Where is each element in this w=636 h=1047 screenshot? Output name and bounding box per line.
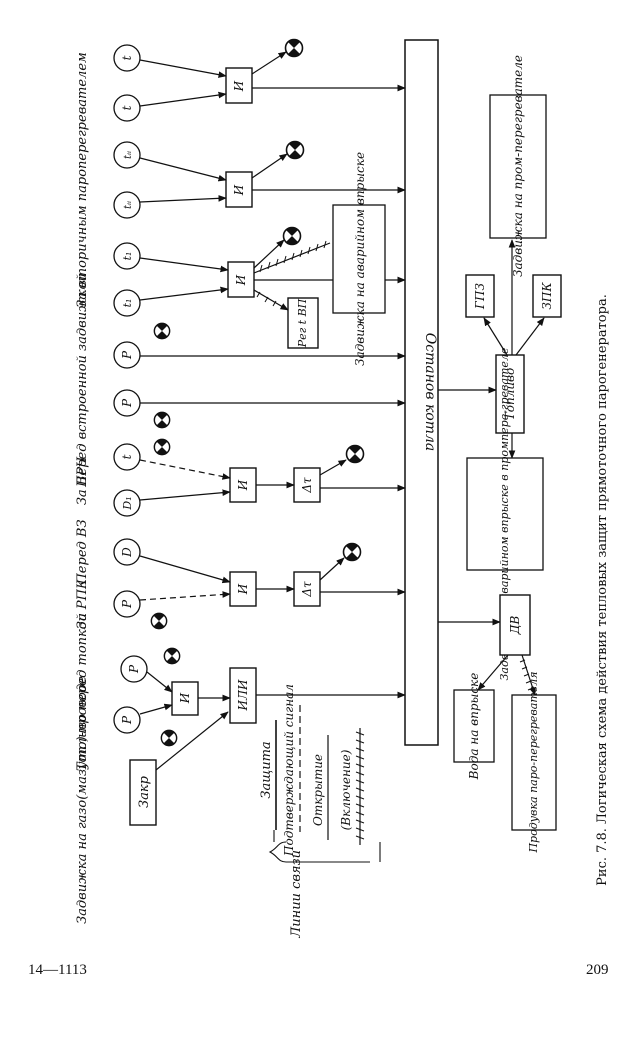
legend-otkr: Открытие [311, 754, 325, 826]
lamp-icon [153, 411, 171, 429]
sensor-p2 [120, 655, 148, 683]
page-number: 209 [586, 962, 609, 978]
legend-title: Линии связи [289, 850, 304, 939]
output-zadv-avar1: Задвижка на аварийном впрыске [353, 152, 367, 366]
label-g7: За вторичным пароперегревателем [75, 52, 90, 308]
block-and1: И [178, 692, 192, 704]
group-rpk-vz: P D И Δτ [113, 538, 406, 630]
lamp-icon [345, 444, 365, 464]
sensor-p2-label: P [127, 664, 141, 674]
block-or1: ИЛИ [236, 679, 250, 711]
sensor-p4-label: P [120, 398, 134, 408]
legend-zashchita: Защита [259, 741, 274, 798]
group-labels: Задвижка на газо(мазуто)-проводе Топливо… [75, 52, 90, 924]
block-gpz: ГПЗ [473, 283, 487, 310]
block-and6: И [232, 80, 246, 92]
sensor-t7-label: t [120, 55, 134, 60]
label-g6: Перед встроенной задвижкой [75, 273, 90, 488]
sensor-p1 [113, 706, 141, 734]
legend-vkl: (Включение) [339, 749, 353, 830]
block-dv: ДВ [508, 616, 522, 636]
block-dt2: Δτ [300, 477, 314, 494]
lamp-icon [153, 438, 171, 456]
sensor-t6-label: t [120, 105, 134, 110]
sensor-p3-label: P [120, 599, 134, 609]
bus-boiler-stop: Останов котла [404, 39, 439, 746]
legend-podtv: Подтверждающий сигнал [282, 684, 296, 857]
figure-caption: Рис. 7.8. Логическая схема действия тепл… [595, 294, 610, 886]
bus-label: Останов котла [422, 333, 438, 452]
group-secondary-superheater: t₁ t₁ И Рег t ВП Задвижка на аварийном в… [113, 38, 406, 366]
block-and3: И [236, 479, 250, 491]
lamp-icon [284, 38, 304, 58]
legend: Линии связи Защита Подтверждающий сигнал… [259, 684, 381, 939]
block-reg-t: Рег t ВП [296, 298, 309, 348]
sensor-p5-label: P [120, 350, 134, 360]
lamp-icon [160, 729, 178, 747]
label-g4: Перед ВЗ [75, 519, 90, 585]
block-zpk: ЗПК [540, 282, 554, 310]
sensor-t2-label: t₁ [121, 299, 134, 308]
page-footer-left: 14—1113 [28, 962, 87, 978]
sensor-d1-label: D [120, 547, 134, 558]
outputs-right: Топливо ГПЗ ЗПК Задвижка на пром-перегре… [438, 55, 562, 854]
output-zadv-prom: Задвижка на пром-перегревателе [511, 55, 525, 277]
label-g1: Задвижка на газо(мазуто)-проводе [75, 676, 90, 924]
sensor-t3-label: t₁ [121, 252, 134, 261]
sensor-d2-label: D₁ [121, 496, 134, 510]
block-dt1: Δτ [300, 581, 314, 598]
block-and4: И [234, 274, 248, 286]
group-vrch: D₁ t И Δτ [113, 438, 406, 517]
output-voda: Вода на впрыске [467, 673, 481, 781]
lamp-icon [163, 647, 181, 665]
lamp-icon [150, 612, 168, 630]
output-produvka: Продувка паро-перегревателя [527, 671, 540, 853]
sensor-t5-label: tᵢᵢ [123, 151, 134, 159]
block-and2: И [236, 583, 250, 595]
sensor-t1-label: t [120, 454, 134, 459]
lamp-icon [342, 542, 362, 562]
block-fuel: Топливо [503, 368, 517, 421]
group-fuel-valve: Закр P P И ИЛИ [113, 647, 406, 826]
block-and5: И [232, 184, 246, 196]
sensor-p1-label: P [120, 715, 134, 725]
lamp-icon [153, 322, 171, 340]
lamp-icon [282, 226, 302, 246]
lamp-icon [285, 140, 305, 160]
label-g2: Топливо перед топкой [75, 613, 90, 771]
group-built-in-valve: P P [113, 322, 406, 429]
label-g3: За РПК [75, 578, 90, 629]
block-zakr: Закр [137, 775, 152, 808]
label-g5: За ВРЧ [75, 456, 90, 505]
sensor-t4-label: tᵢᵢ [123, 201, 134, 209]
